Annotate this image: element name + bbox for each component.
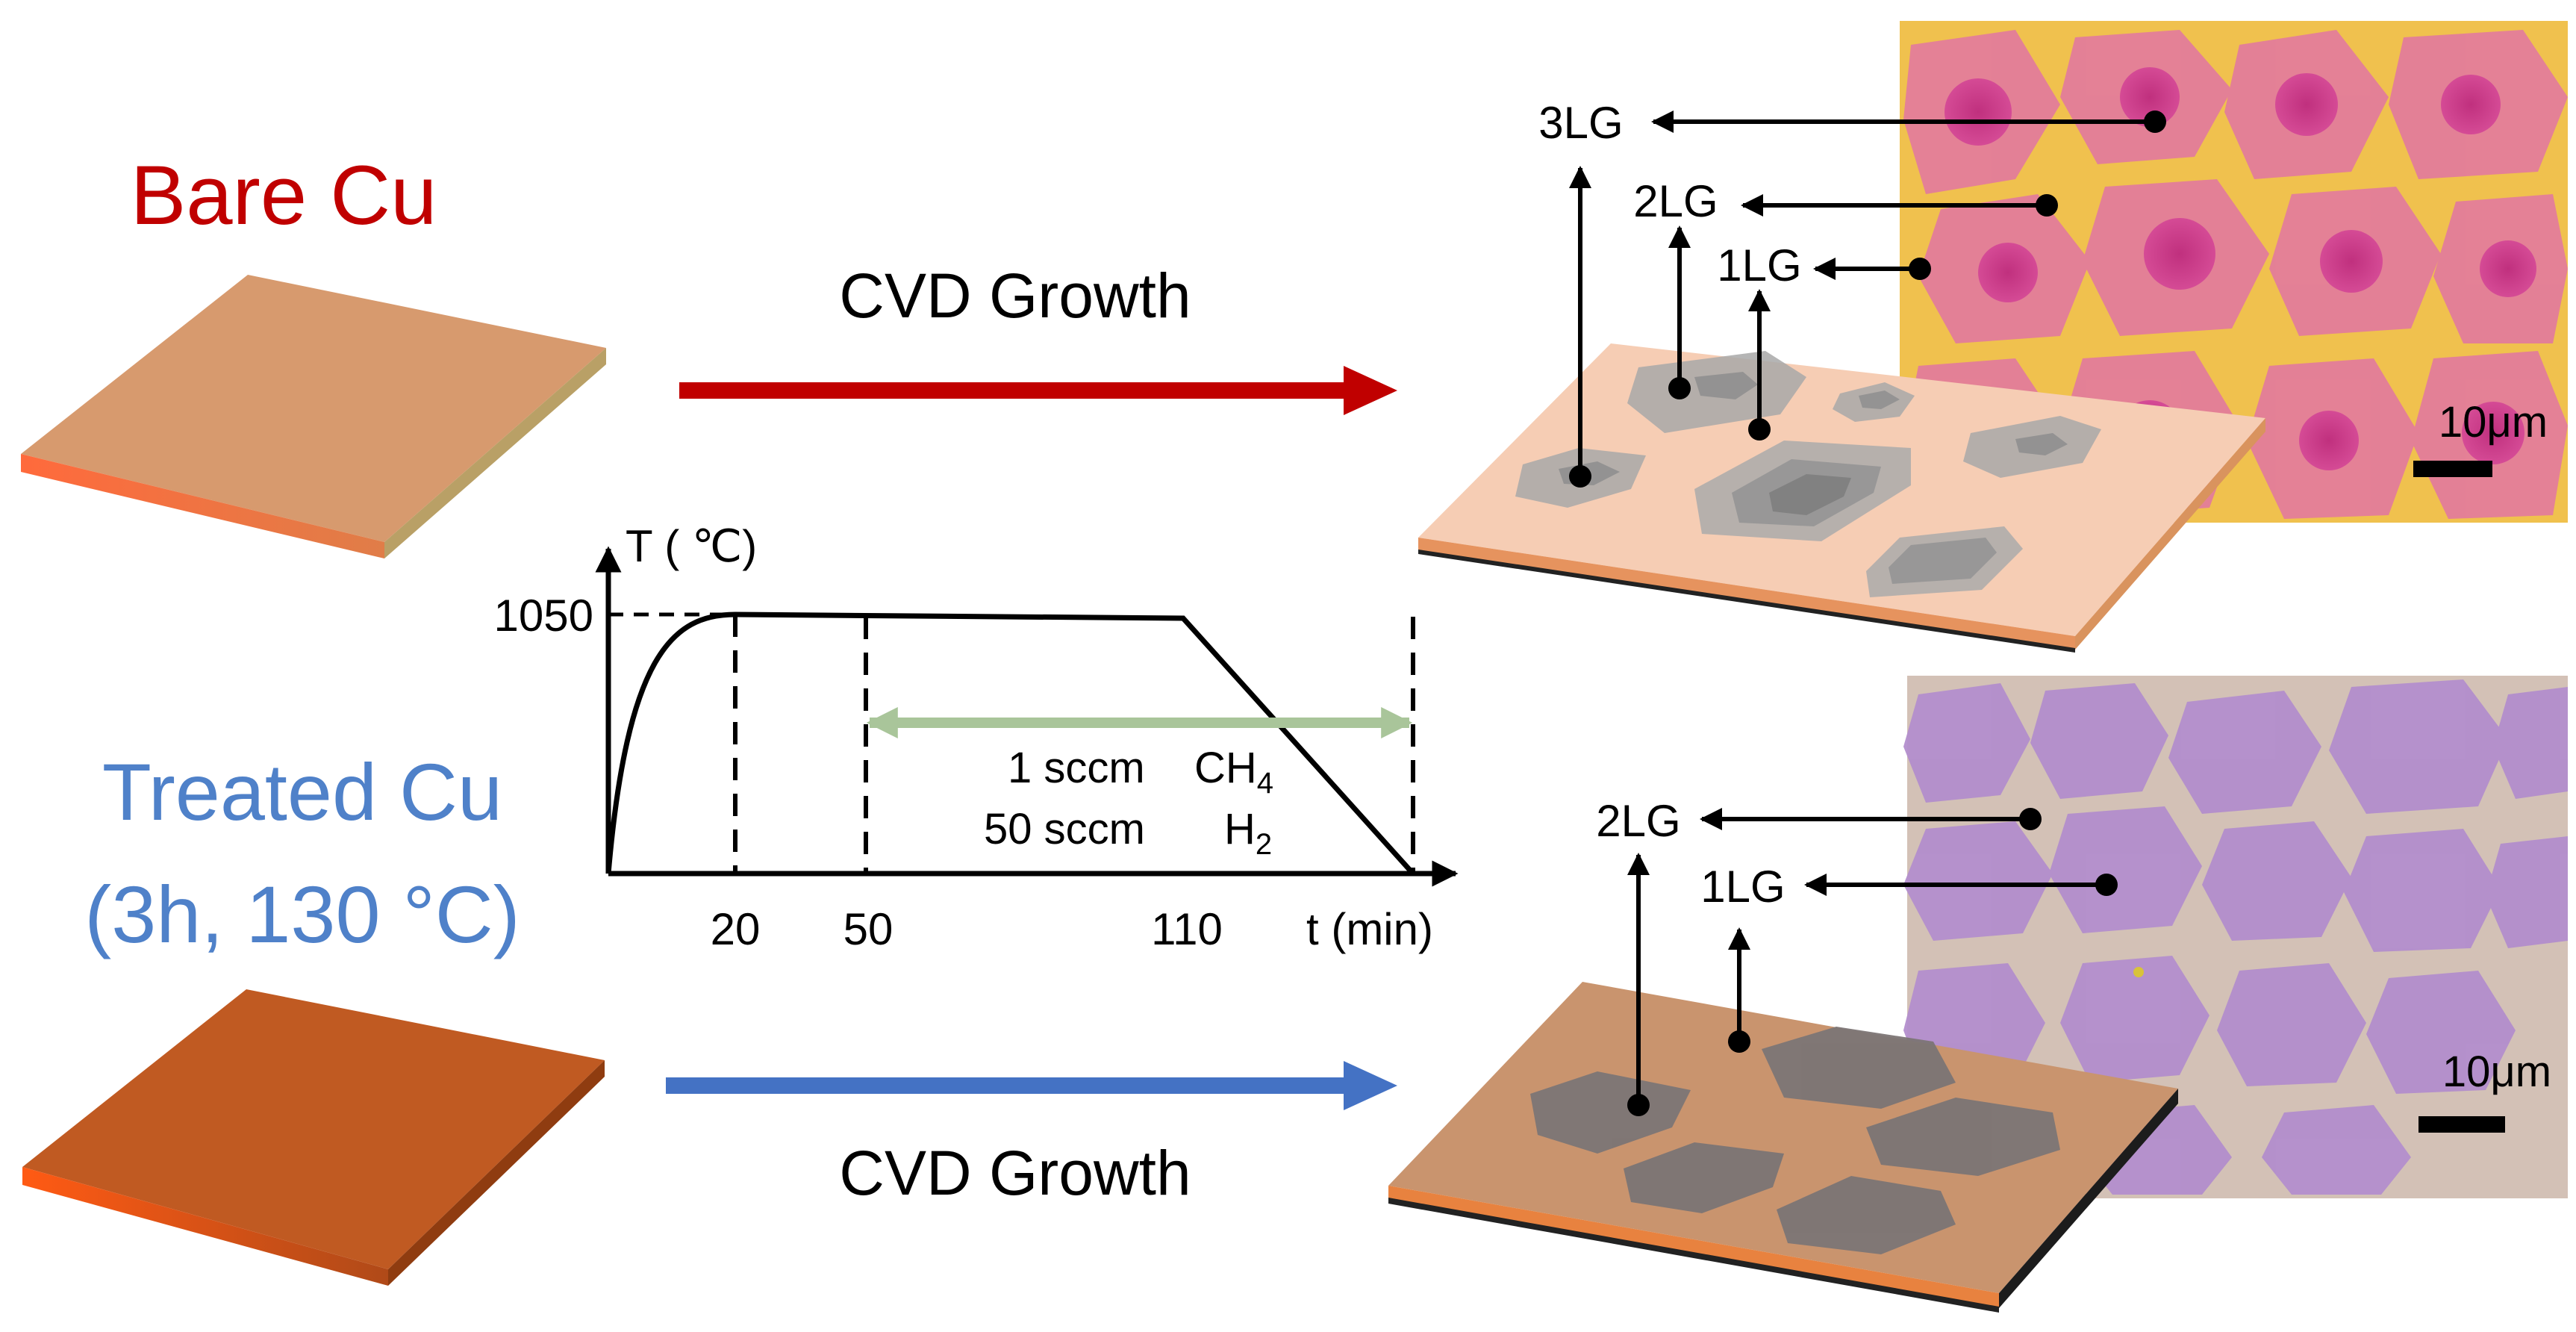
cvd-arrow-top xyxy=(679,366,1397,415)
ch4-sub: 4 xyxy=(1257,767,1273,800)
bottom-label-1lg: 1LG xyxy=(1700,862,1785,912)
top-scale-label: 10μm xyxy=(2439,398,2548,446)
bottom-graphene-islands xyxy=(1530,1027,2060,1254)
bottom-label-2lg: 2LG xyxy=(1596,796,1680,846)
gas-h2-label: H2 xyxy=(1224,805,1272,861)
gas-ch4-flow: 1 sccm xyxy=(1008,744,1145,792)
bare-cu-substrate xyxy=(21,275,606,558)
cvd-growth-top-label: CVD Growth xyxy=(839,261,1191,331)
top-annotation-arrows xyxy=(1569,111,2154,476)
cvd-arrow-bottom xyxy=(666,1061,1397,1110)
bottom-scale-label: 10μm xyxy=(2442,1048,2551,1096)
top-label-2lg: 2LG xyxy=(1633,176,1718,226)
h2-main: H xyxy=(1224,805,1256,853)
gas-h2-flow: 50 sccm xyxy=(984,805,1145,853)
treated-cu-label: Treated Cu xyxy=(102,747,502,837)
h2-sub: 2 xyxy=(1256,828,1272,861)
x-tick-50: 50 xyxy=(843,904,894,954)
y-axis-label: T ( ℃) xyxy=(626,521,757,571)
temperature-graph xyxy=(595,546,1459,887)
bottom-annotation-arrows xyxy=(1627,808,2105,1105)
top-graphene-substrate xyxy=(1418,343,2265,653)
bottom-scale-bar xyxy=(2418,1116,2505,1133)
bottom-annotation-dots xyxy=(1627,808,2118,1116)
bottom-graphene-substrate xyxy=(1388,982,2178,1313)
cvd-growth-bottom-label: CVD Growth xyxy=(839,1138,1191,1208)
x-axis-label: t (min) xyxy=(1306,904,1433,954)
x-tick-110: 110 xyxy=(1151,904,1223,954)
top-label-3lg: 3LG xyxy=(1538,98,1623,148)
treated-cu-condition: (3h, 130 °C) xyxy=(84,869,520,959)
temperature-curve xyxy=(605,611,1415,876)
x-tick-20: 20 xyxy=(711,904,761,954)
top-label-1lg: 1LG xyxy=(1717,240,1801,290)
top-annotation-dots xyxy=(1569,111,2166,488)
top-graphene-islands xyxy=(1515,351,2101,597)
bare-cu-label: Bare Cu xyxy=(131,149,437,242)
treated-cu-substrate xyxy=(22,989,605,1286)
gas-ch4-label: CH4 xyxy=(1194,744,1273,800)
top-scale-bar xyxy=(2413,461,2492,477)
ch4-main: CH xyxy=(1194,744,1257,792)
y-tick-1050: 1050 xyxy=(494,591,593,641)
